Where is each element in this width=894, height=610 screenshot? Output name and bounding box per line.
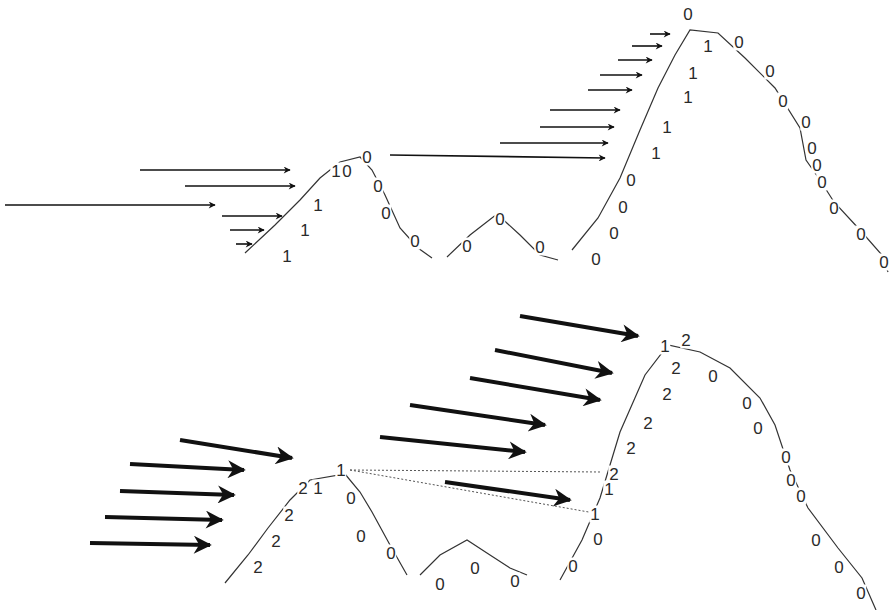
terrain-profile: [225, 30, 888, 610]
slope-value: 0: [811, 157, 822, 174]
slope-value: 0: [385, 545, 396, 562]
slope-value: 2: [270, 533, 281, 550]
slope-value: 0: [434, 576, 445, 593]
slope-value: 0: [855, 585, 866, 602]
slope-value: 0: [469, 560, 480, 577]
slope-value: 0: [361, 149, 372, 166]
slope-value: 0: [780, 449, 791, 466]
slope-value: 2: [252, 559, 263, 576]
slope-value: 0: [707, 368, 718, 385]
wind-arrow: [5, 34, 670, 244]
slope-value: 0: [509, 573, 520, 590]
slope-value: 0: [806, 140, 817, 157]
slope-value: 1: [589, 506, 600, 523]
slope-value: 1: [281, 248, 292, 265]
slope-value: 0: [800, 114, 811, 131]
slope-value: 1: [299, 222, 310, 239]
slope-value: 1: [330, 163, 341, 180]
slope-value: 0: [828, 200, 839, 217]
slope-value: 0: [372, 178, 383, 195]
slope-value: 0: [592, 531, 603, 548]
slope-value: 1: [659, 338, 670, 355]
slope-value: 2: [642, 415, 653, 432]
slope-value: 0: [752, 420, 763, 437]
slope-value: 0: [855, 226, 866, 243]
slope-value: 0: [355, 528, 366, 545]
wind-arrow: [90, 316, 638, 545]
slope-value: 1: [661, 119, 672, 136]
slope-value: 0: [833, 559, 844, 576]
slope-value: 0: [625, 172, 636, 189]
sight-line: [350, 470, 600, 514]
slope-value: 0: [590, 251, 601, 268]
slope-value: 1: [312, 480, 323, 497]
slope-value: 0: [733, 34, 744, 51]
slope-value: 1: [682, 89, 693, 106]
slope-value: 0: [341, 163, 352, 180]
slope-value: 0: [534, 239, 545, 256]
slope-value: 1: [650, 145, 661, 162]
slope-value: 2: [297, 480, 308, 497]
slope-value: 0: [494, 211, 505, 228]
slope-value: 1: [335, 462, 346, 479]
slope-value: 0: [810, 532, 821, 549]
slope-value: 2: [625, 440, 636, 457]
slope-value: 2: [680, 332, 691, 349]
slope-value: 2: [283, 507, 294, 524]
slope-value: 0: [461, 238, 472, 255]
slope-value: 0: [785, 472, 796, 489]
slope-value: 0: [816, 174, 827, 191]
slope-value: 0: [878, 254, 889, 271]
slope-value: 1: [687, 65, 698, 82]
slope-value: 0: [567, 558, 578, 575]
slope-value: 0: [777, 93, 788, 110]
slope-value: 1: [603, 481, 614, 498]
slope-value: 0: [741, 395, 752, 412]
slope-value: 0: [409, 233, 420, 250]
slope-value: 0: [795, 488, 806, 505]
slope-value: 0: [617, 199, 628, 216]
slope-value: 2: [661, 386, 672, 403]
slope-value: 0: [608, 225, 619, 242]
slope-value: 1: [312, 197, 323, 214]
slope-value: 2: [670, 360, 681, 377]
slope-value: 0: [682, 6, 693, 23]
slope-value: 1: [702, 38, 713, 55]
slope-value: 0: [380, 205, 391, 222]
slope-value: 0: [345, 490, 356, 507]
slope-value: 0: [764, 63, 775, 80]
